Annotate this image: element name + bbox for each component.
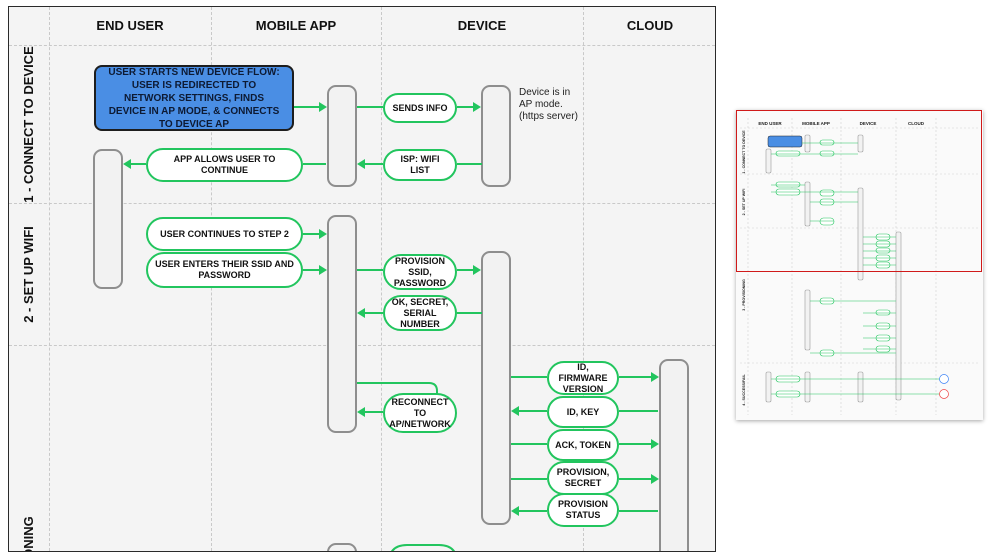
mobile-app-lifeline-2 [327, 215, 357, 433]
diagram-thumbnail: END USER MOBILE APP DEVICE CLOUD 1 - CON… [736, 110, 983, 420]
device-mode-note: Device is in AP mode. (https server) [519, 87, 578, 122]
thumbnail-viewport-highlight[interactable] [736, 110, 982, 272]
grid-line [9, 203, 715, 204]
diagram-canvas: END USER MOBILE APP DEVICE CLOUD 1 - CON… [8, 6, 716, 552]
step-provision-status: PROVISION STATUS [547, 493, 619, 527]
column-header-mobile-app: MOBILE APP [255, 18, 337, 33]
grid-line [583, 7, 584, 551]
flow-connectors [123, 102, 659, 551]
thumb-col-end-user: END USER [758, 121, 782, 126]
step-id-key: ID, KEY [547, 396, 619, 428]
grid-line [9, 345, 715, 346]
grid-line [381, 7, 382, 551]
step-app-allows-continue: APP ALLOWS USER TO CONTINUE [146, 148, 303, 182]
step-reconnect: RECONNECT TO AP/NETWORK [383, 393, 457, 433]
device-lifeline-2 [481, 251, 511, 525]
step-id-firmware: ID, FIRMWARE VERSION [547, 361, 619, 395]
thumb-col-mobile-app: MOBILE APP [802, 121, 830, 126]
step-provision-ssid: PROVISION SSID, PASSWORD [383, 254, 457, 290]
end-user-lifeline [93, 149, 123, 289]
thumb-row-connect: 1 - CONNECT TO DEVICE [742, 130, 746, 174]
step-user-continues: USER CONTINUES TO STEP 2 [146, 217, 303, 251]
device-lifeline-1 [481, 85, 511, 187]
column-header-device: DEVICE [457, 18, 507, 33]
thumb-col-device: DEVICE [860, 121, 877, 126]
step-ack-token: ACK, TOKEN [547, 429, 619, 461]
mobile-app-lifeline-3 [327, 543, 357, 551]
step-sends-info: SENDS INFO [383, 93, 457, 123]
grid-line [49, 7, 50, 551]
thumb-row-success: 4 - SUCCESS/FAIL [742, 374, 746, 406]
step-enters-ssid: USER ENTERS THEIR SSID AND PASSWORD [146, 252, 303, 288]
thumb-col-cloud: CLOUD [908, 121, 925, 126]
start-flow-box: USER STARTS NEW DEVICE FLOW: USER IS RED… [94, 65, 294, 131]
column-header-cloud: CLOUD [626, 18, 674, 33]
step-isp-wifi-list: ISP: WIFI LIST [383, 149, 457, 181]
cloud-lifeline [659, 359, 689, 551]
thumbnail-diagram: END USER MOBILE APP DEVICE CLOUD 1 - CON… [740, 118, 978, 415]
thumb-row-wifi: 2 - SET UP WIFI [742, 189, 746, 216]
column-header-end-user: END USER [96, 18, 164, 33]
thumb-row-provisioning: 3 - PROVISIONING [742, 279, 746, 311]
grid-line [9, 45, 715, 46]
step-ok-secret: OK, SECRET, SERIAL NUMBER [383, 295, 457, 331]
mobile-app-lifeline-1 [327, 85, 357, 187]
step-provision-secret: PROVISION, SECRET [547, 461, 619, 495]
